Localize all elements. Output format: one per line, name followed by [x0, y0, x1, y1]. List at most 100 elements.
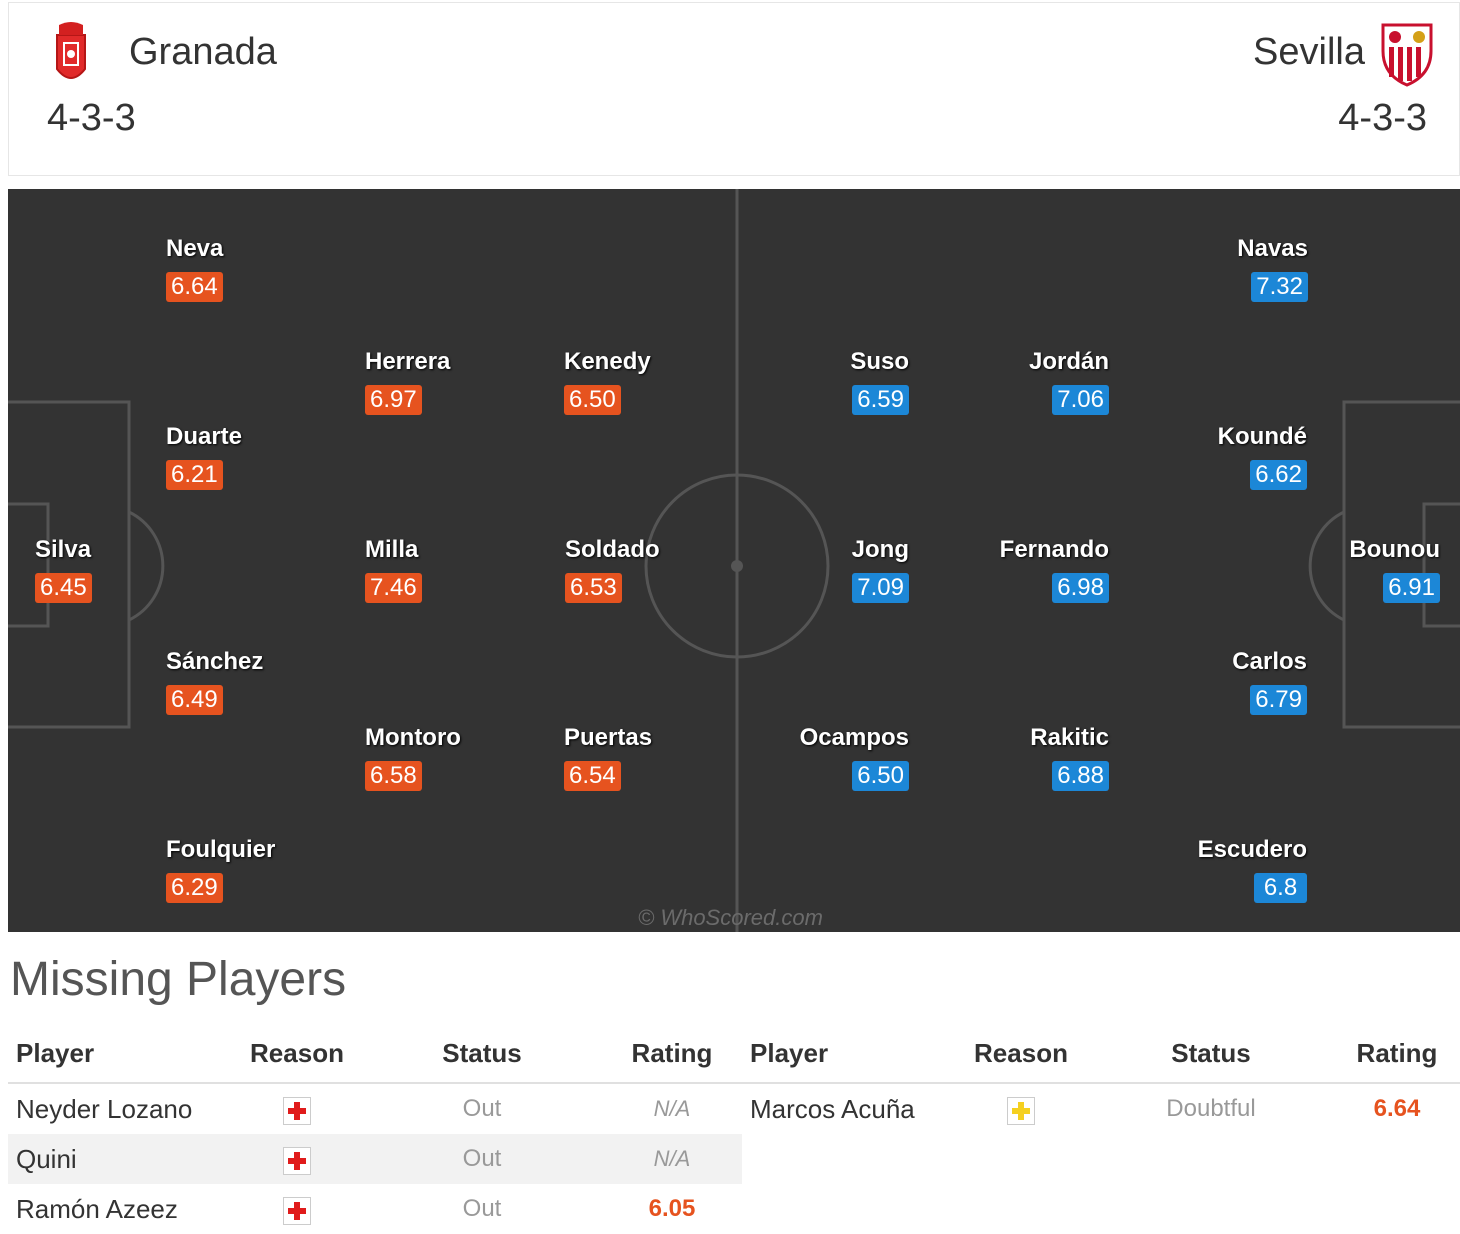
- away-player[interactable]: Carlos 6.79: [1107, 648, 1307, 718]
- player-rating: 6.64: [166, 272, 223, 302]
- home-player[interactable]: Milla 7.46: [365, 536, 565, 606]
- player-name: Rakitic: [1030, 724, 1109, 751]
- home-player[interactable]: Soldado 6.53: [565, 536, 765, 606]
- missing-rating: N/A: [653, 1096, 691, 1121]
- missing-status: Out: [462, 1095, 502, 1122]
- table-header-row: Player Reason Status Rating: [8, 1024, 742, 1084]
- player-name: Suso: [850, 348, 909, 375]
- player-name: Jong: [851, 536, 909, 563]
- player-name: Sánchez: [166, 648, 264, 675]
- player-rating: 6.62: [1250, 460, 1307, 490]
- col-rating[interactable]: Rating: [1334, 1024, 1460, 1084]
- player-rating: 7.06: [1052, 385, 1109, 415]
- col-status[interactable]: Status: [1088, 1024, 1334, 1084]
- player-name: Fernando: [999, 536, 1109, 563]
- player-name: Carlos: [1232, 648, 1307, 675]
- missing-player-name[interactable]: Quini: [8, 1134, 232, 1184]
- col-status[interactable]: Status: [362, 1024, 602, 1084]
- home-player[interactable]: Herrera 6.97: [365, 348, 565, 418]
- away-player[interactable]: Jong 7.09: [709, 536, 909, 606]
- away-player[interactable]: Ocampos 6.50: [709, 724, 909, 794]
- away-player[interactable]: Fernando 6.98: [909, 536, 1109, 606]
- player-name: Puertas: [564, 724, 653, 751]
- player-name: Neva: [166, 235, 224, 262]
- player-rating: 6.58: [365, 761, 422, 791]
- injury-icon: [283, 1196, 311, 1225]
- table-row: Ramón Azeez Out 6.05: [8, 1184, 742, 1234]
- home-player[interactable]: Sánchez 6.49: [166, 648, 366, 718]
- granada-crest-icon: [56, 22, 86, 79]
- player-rating: 6.50: [564, 385, 621, 415]
- match-header: Granada 4-3-3 Sevilla 4-3-3: [8, 2, 1460, 176]
- away-missing-table: Player Reason Status Rating Marcos Acuña…: [742, 1024, 1460, 1134]
- player-rating: 6.79: [1250, 685, 1307, 715]
- player-rating: 6.45: [35, 573, 92, 603]
- away-player[interactable]: Bounou 6.91: [1240, 536, 1440, 606]
- missing-status: Out: [362, 1134, 602, 1184]
- col-reason[interactable]: Reason: [954, 1024, 1088, 1084]
- player-name: Duarte: [166, 423, 243, 450]
- player-name: Kenedy: [564, 348, 651, 375]
- player-rating: 6.98: [1052, 573, 1109, 603]
- player-rating: 7.46: [365, 573, 422, 603]
- away-formation: 4-3-3: [1338, 97, 1427, 139]
- player-rating: 7.09: [852, 573, 909, 603]
- table-row: Quini Out N/A: [8, 1134, 742, 1184]
- away-player[interactable]: Escudero 6.8: [1107, 836, 1307, 906]
- player-rating: 6.21: [166, 460, 223, 490]
- missing-player-name[interactable]: Ramón Azeez: [16, 1193, 178, 1224]
- home-player[interactable]: Silva 6.45: [35, 536, 235, 606]
- col-reason[interactable]: Reason: [232, 1024, 362, 1084]
- home-team-name[interactable]: Granada: [129, 31, 277, 73]
- player-name: Herrera: [365, 348, 451, 375]
- missing-status: Doubtful: [1166, 1095, 1256, 1122]
- player-name: Jordán: [1028, 348, 1109, 375]
- missing-player-name[interactable]: Marcos Acuña: [750, 1093, 915, 1124]
- player-rating: 6.49: [166, 685, 223, 715]
- away-player[interactable]: Jordán 7.06: [909, 348, 1109, 418]
- col-rating[interactable]: Rating: [602, 1024, 742, 1084]
- col-player[interactable]: Player: [742, 1024, 954, 1084]
- doubtful-injury-icon: [1007, 1096, 1035, 1125]
- player-rating: 6.59: [852, 385, 909, 415]
- missing-player-name[interactable]: Neyder Lozano: [16, 1093, 193, 1124]
- player-rating: 6.53: [565, 573, 622, 603]
- player-rating: 6.91: [1383, 573, 1440, 603]
- player-name: Ocampos: [799, 724, 909, 751]
- player-name: Escudero: [1197, 836, 1307, 863]
- table-row: Marcos Acuña Doubtful 6.64: [742, 1083, 1460, 1134]
- pitch: Neva 6.64 Herrera 6.97 Kenedy 6.50 Duart…: [8, 189, 1460, 932]
- player-name: Milla: [365, 536, 419, 563]
- player-rating: 6.97: [365, 385, 422, 415]
- missing-rating: N/A: [602, 1134, 742, 1184]
- player-name: Koundé: [1217, 423, 1307, 450]
- injury-icon: [283, 1146, 311, 1175]
- injury-icon: [283, 1096, 311, 1125]
- away-player[interactable]: Suso 6.59: [709, 348, 909, 418]
- player-rating: 6.29: [166, 873, 223, 903]
- home-player[interactable]: Foulquier 6.29: [166, 836, 366, 906]
- player-name: Montoro: [365, 724, 461, 751]
- away-player[interactable]: Navas 7.32: [1108, 235, 1308, 305]
- home-player[interactable]: Montoro 6.58: [365, 724, 565, 794]
- missing-players-title: Missing Players: [10, 953, 347, 1006]
- home-player[interactable]: Neva 6.64: [166, 235, 366, 305]
- player-rating: 7.32: [1251, 272, 1308, 302]
- away-player[interactable]: Koundé 6.62: [1107, 423, 1307, 493]
- missing-rating: 6.05: [648, 1195, 696, 1222]
- table-row: Neyder Lozano Out N/A: [8, 1083, 742, 1134]
- home-formation: 4-3-3: [47, 97, 136, 139]
- watermark: © WhoScored.com: [638, 905, 823, 930]
- player-name: Soldado: [565, 536, 660, 563]
- away-player[interactable]: Rakitic 6.88: [909, 724, 1109, 794]
- missing-status: Out: [462, 1195, 502, 1222]
- away-team-name[interactable]: Sevilla: [1253, 31, 1365, 73]
- table-header-row: Player Reason Status Rating: [742, 1024, 1460, 1084]
- col-player[interactable]: Player: [8, 1024, 232, 1084]
- player-rating: 6.50: [852, 761, 909, 791]
- player-rating: 6.88: [1052, 761, 1109, 791]
- pitch-markings: [8, 189, 1460, 932]
- home-player[interactable]: Kenedy 6.50: [564, 348, 764, 418]
- home-player[interactable]: Duarte 6.21: [166, 423, 366, 493]
- home-player[interactable]: Puertas 6.54: [564, 724, 764, 794]
